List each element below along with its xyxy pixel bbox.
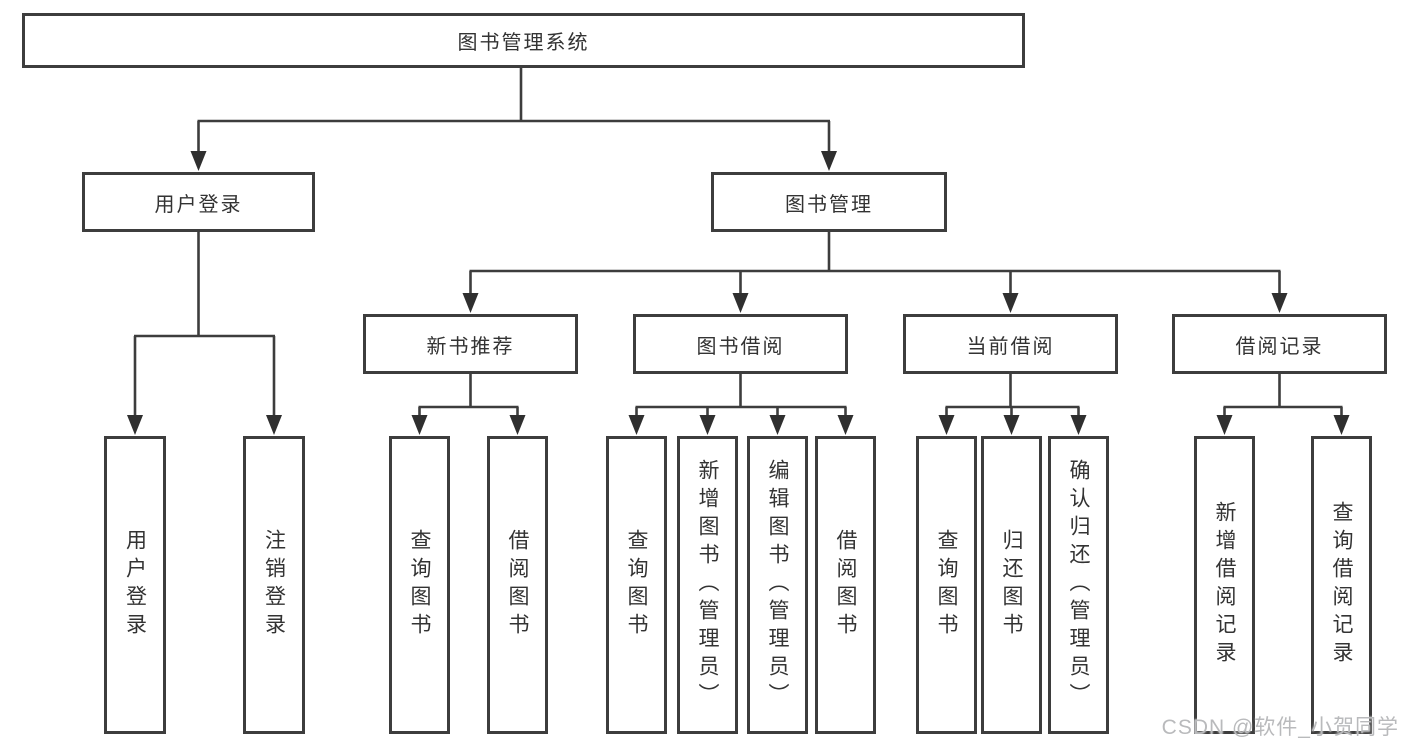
leaf-edit-book-admin: 编辑图书（管理员）	[747, 436, 808, 734]
leaf-logout: 注销登录	[243, 436, 305, 734]
leaf-query-books-current: 查询图书	[916, 436, 977, 734]
leaf-borrow-books-recommend: 借阅图书	[487, 436, 548, 734]
leaf-confirm-return-admin: 确认归还（管理员）	[1048, 436, 1109, 734]
csdn-watermark: CSDN @软件_小贺同学	[1161, 716, 1399, 739]
node-book-management: 图书管理	[711, 172, 947, 232]
leaf-add-book-admin: 新增图书（管理员）	[677, 436, 738, 734]
node-current-borrowing: 当前借阅	[903, 314, 1118, 374]
node-library-management-system: 图书管理系统	[22, 13, 1025, 68]
node-user-login: 用户登录	[82, 172, 315, 232]
leaf-add-borrow-record: 新增借阅记录	[1194, 436, 1255, 734]
node-borrowing-records: 借阅记录	[1172, 314, 1387, 374]
leaf-query-books-recommend: 查询图书	[389, 436, 450, 734]
node-book-borrowing: 图书借阅	[633, 314, 848, 374]
node-new-book-recommendation: 新书推荐	[363, 314, 578, 374]
leaf-query-books-borrowing: 查询图书	[606, 436, 667, 734]
leaf-user-login: 用户登录	[104, 436, 166, 734]
leaf-query-borrow-record: 查询借阅记录	[1311, 436, 1372, 734]
leaf-return-book: 归还图书	[981, 436, 1042, 734]
arrowheads	[127, 151, 1350, 435]
leaf-borrow-books-borrowing: 借阅图书	[815, 436, 876, 734]
